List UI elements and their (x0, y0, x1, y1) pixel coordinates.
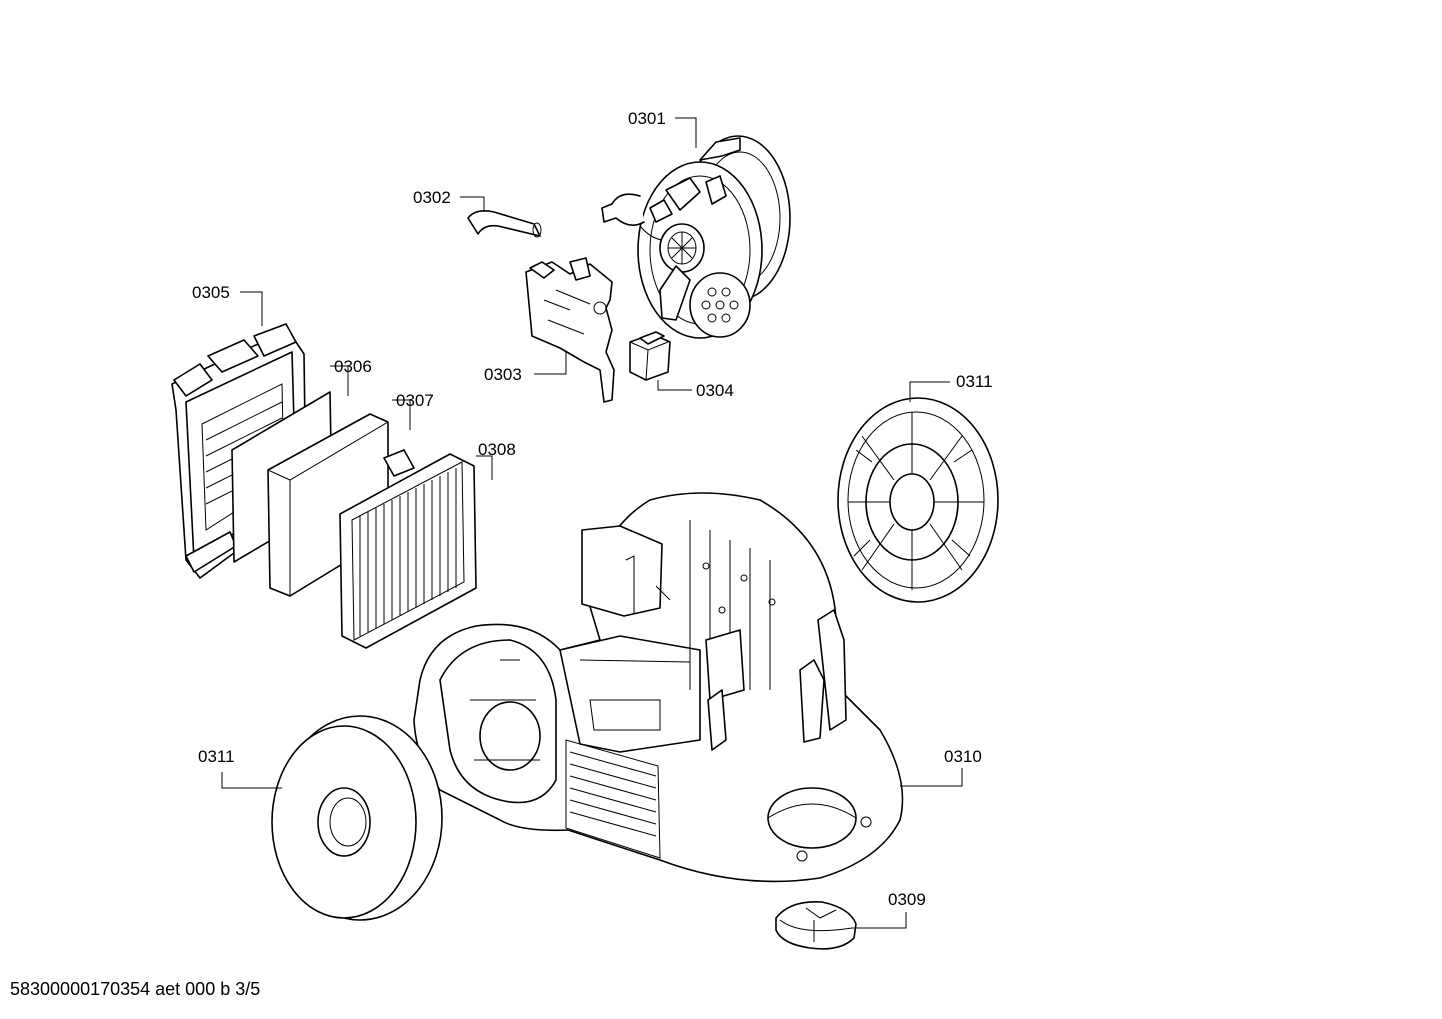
label-0302: 0302 (413, 188, 451, 207)
part-0311-wheel-right (837, 397, 999, 603)
label-0311-left: 0311 (198, 747, 235, 766)
label-0310: 0310 (944, 747, 982, 766)
part-0310-housing (413, 492, 904, 883)
label-0305: 0305 (192, 283, 230, 302)
label-0311-right: 0311 (956, 372, 993, 391)
part-0309-cap (775, 901, 857, 950)
label-0303: 0303 (484, 365, 522, 384)
part-0301-cable-reel (601, 135, 791, 339)
label-0304: 0304 (696, 381, 734, 400)
label-0308: 0308 (478, 440, 516, 459)
part-0302-tube (467, 210, 542, 238)
part-0308-hepa-filter (339, 449, 477, 649)
document-id: 58300000170354 aet 000 b 3/5 (10, 979, 261, 999)
part-0303-circuit-board (525, 257, 615, 403)
part-0311-wheel-left (271, 715, 443, 921)
label-0307: 0307 (396, 391, 434, 410)
label-0306: 0306 (334, 357, 372, 376)
label-0301: 0301 (628, 109, 666, 128)
label-0309: 0309 (888, 890, 926, 909)
part-0304-connector (629, 331, 671, 381)
